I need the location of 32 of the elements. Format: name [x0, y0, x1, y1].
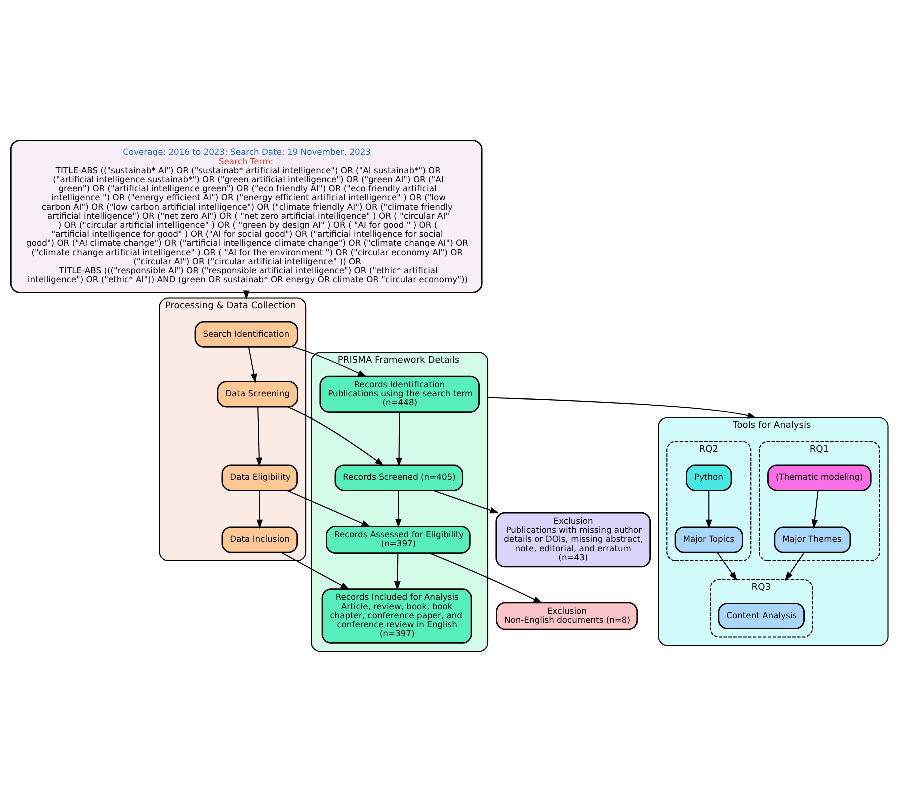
arrow [256, 490, 264, 528]
arrow [785, 552, 805, 581]
node-box: Data Inclusion [222, 526, 298, 553]
node-box: Exclusion Publications with missing author details or DOIs, missing abstract, note, editorial, and erratum (n=43) [496, 512, 652, 568]
arrow [396, 412, 402, 467]
node-box: Records Assessed for Eligibility (n=397) [326, 526, 471, 554]
node-box: (Thematic modeling) [768, 464, 872, 491]
arrow [281, 552, 350, 590]
node-box: Exclusion Non-English documents (n=8) [496, 602, 638, 630]
node-box: Content Analysis [718, 602, 805, 630]
arrow [717, 552, 738, 581]
node-box: Major Themes [774, 526, 852, 553]
node-box: Records Included for Analysis Article, review, book, book chapter, conference paper, and conference review in English (n=397) [322, 588, 472, 644]
node-box: Records Screened (n=405) [334, 464, 464, 491]
arrow [488, 396, 757, 418]
node-box: Search Identification [194, 320, 298, 348]
arrow [293, 346, 368, 377]
arrow [394, 552, 401, 590]
arrow [812, 490, 819, 528]
arrow [248, 346, 258, 383]
arrow [433, 490, 500, 514]
node-box: Records Identification Publications using the search term (n=448) [320, 375, 480, 412]
arrow [256, 406, 263, 466]
arrow [287, 490, 371, 527]
arrow [396, 490, 402, 528]
node-box: Data Eligibility [222, 464, 298, 491]
node-box: Data Screening [217, 380, 298, 408]
node-box: Major Topics [674, 526, 744, 553]
node-box: Python [686, 464, 732, 491]
arrow [706, 490, 712, 528]
arrow [288, 406, 384, 466]
arrow [430, 552, 543, 604]
